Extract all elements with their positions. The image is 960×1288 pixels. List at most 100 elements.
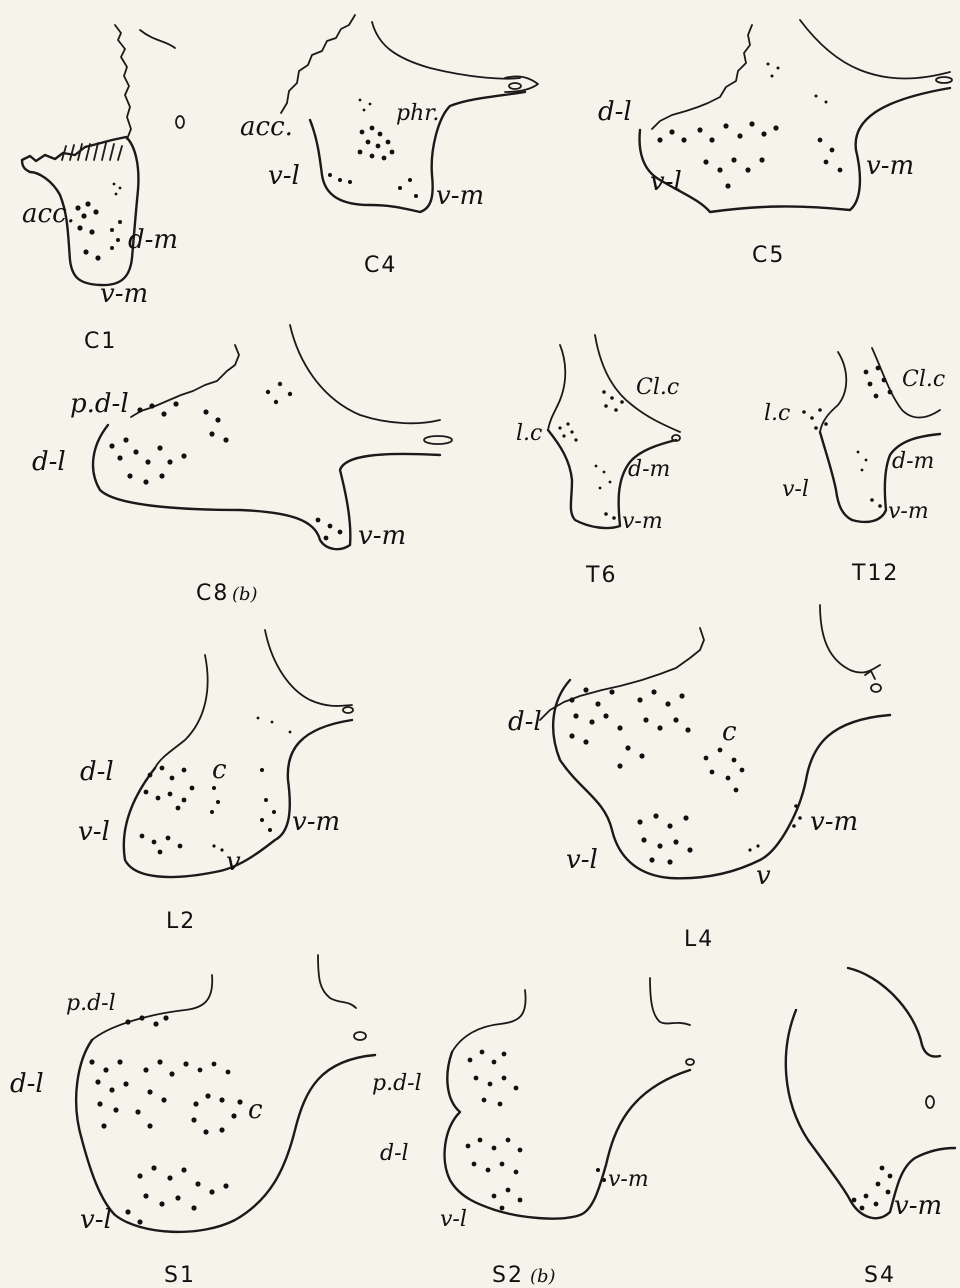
c4-label-phr: phr. [396,101,439,126]
t12-label-vm: v-m [888,499,929,524]
l4-gray-matter-outline [553,680,890,878]
t12-cells [802,366,892,508]
c8-dorsal-horn-edge [131,345,239,417]
section-t6: Cl.c l.c d-m v-m T6 [516,335,680,588]
c4-dorsal-horn-edge [281,15,355,113]
c1-cells [75,183,122,261]
t6-label-clc: Cl.c [636,375,679,400]
c8-cells [109,382,342,541]
t12-caption: T12 [851,561,899,586]
t6-central-canal [672,435,680,441]
c4-caption: C4 [364,253,397,278]
s2-posterior-edge [650,978,690,1025]
c1-dorsal-horn-edge [115,25,131,139]
s4-dorsal-edge [848,968,940,1057]
l4-central-canal [871,684,881,692]
l4-dorsal-horn-edge [540,628,704,720]
s4-central-canal [926,1096,934,1108]
s2-gray-matter-outline [445,1052,690,1219]
c1-label-acc: acc. [22,199,75,229]
c4-label-vl: v-l [268,161,300,191]
c8-central-canal [424,436,452,444]
l2-label-vl: v-l [78,817,110,847]
c5-label-vm: v-m [866,151,914,181]
c4-label-acc: acc. [240,112,293,142]
t6-caption: T6 [585,563,617,588]
l4-posterior-edge [820,605,880,673]
c8-posterior-edge [290,325,440,423]
c8-caption-suffix: (b) [232,584,258,605]
l2-cells [140,717,292,855]
l2-label-c: c [212,755,227,785]
s2-central-canal [686,1059,694,1065]
t12-dorsal-horn-edge [820,352,846,432]
section-c4: acc. phr. v-l v-m C4 [240,15,538,278]
section-l4: d-l c v-l v-m v L4 [508,605,890,952]
c4-central-canal [509,83,521,89]
s4-caption: S4 [864,1263,896,1288]
c8-label-vm: v-m [358,521,406,551]
c5-label-vl: v-l [650,167,682,197]
s1-central-canal [354,1032,366,1040]
c1-caption: C1 [84,329,117,354]
s1-posterior-edge [318,955,356,1008]
section-s2: p.d-l d-l v-m v-l S2 (b) [372,978,694,1288]
s4-gray-matter-outline [786,1010,955,1218]
t12-label-clc: Cl.c [902,367,945,392]
s1-cells [89,1015,242,1224]
t6-cells [558,390,623,520]
t6-label-dm: d-m [628,457,670,482]
s1-gray-matter-outline [76,1040,375,1232]
s2-label-pdl: p.d-l [372,1071,422,1096]
t12-label-lc: l.c [764,401,790,426]
c1-central-canal [176,116,184,128]
c8-caption: C8 [196,581,229,606]
c1-posterior-edge [140,30,175,48]
c4-posterior-edge [372,22,520,79]
l4-label-vl: v-l [566,845,598,875]
t6-dorsal-horn-edge [548,345,565,430]
s4-label-vm: v-m [894,1191,942,1221]
t6-label-lc: l.c [516,421,542,446]
c5-caption: C5 [752,243,785,268]
s2-label-dl: d-l [380,1141,409,1166]
c4-label-vm: v-m [436,181,484,211]
l2-label-v: v [226,847,241,877]
s1-label-dl: d-l [10,1069,44,1099]
l4-label-vm: v-m [810,807,858,837]
c8-label-dl: d-l [32,447,66,477]
s2-caption-suffix: (b) [530,1266,556,1287]
section-c1: acc. d-m v-m C1 [22,25,184,354]
l4-label-c: c [722,717,737,747]
section-c5: d-l v-l v-m C5 [598,20,952,268]
s2-dorsal-horn-edge [452,990,526,1052]
c1-label-vm: v-m [100,279,148,309]
section-t12: Cl.c l.c d-m v-l v-m T12 [764,348,945,586]
c5-gray-matter-outline [640,88,950,212]
section-l2: d-l c v-l v-m v L2 [78,630,353,934]
c5-central-canal [936,77,952,83]
c8-label-pdl: p.d-l [70,389,129,419]
t6-label-vm: v-m [622,509,663,534]
section-s4: v-m S4 [786,968,955,1288]
l4-cells [569,687,801,864]
t12-label-vl: v-l [782,477,809,502]
l2-central-canal [343,707,353,713]
l2-dorsal-horn-edge [155,655,208,768]
s4-cells [852,1166,893,1211]
c1-label-dm: d-m [128,225,178,255]
s2-cells [466,1050,606,1211]
s1-label-vl: v-l [80,1205,112,1235]
l4-caption: L4 [684,927,714,952]
section-s1: p.d-l d-l c v-l S1 [10,955,375,1288]
s2-label-vm: v-m [608,1167,649,1192]
l2-caption: L2 [166,909,196,934]
l2-label-dl: d-l [80,757,114,787]
section-c8: p.d-l d-l v-m C8 (b) [32,325,452,606]
c5-cells [657,63,842,189]
c5-dorsal-horn-edge [652,25,752,129]
l2-posterior-edge [265,630,352,706]
l2-label-vm: v-m [292,807,340,837]
s1-caption: S1 [164,1263,196,1288]
